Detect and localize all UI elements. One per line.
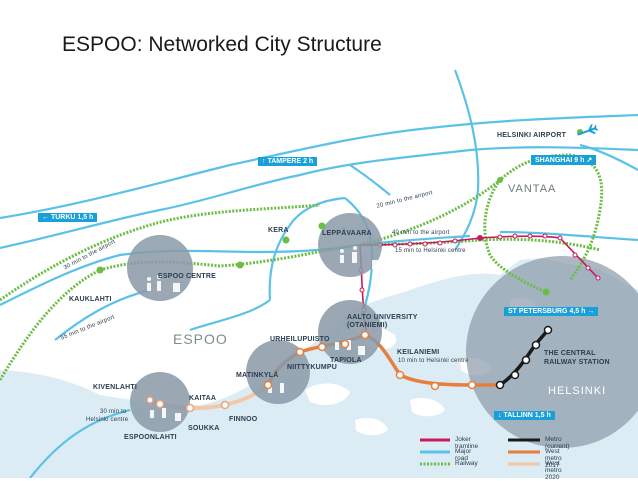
metro-current-stations — [495, 325, 553, 390]
label-kauklahti: KAUKLAHTI — [69, 296, 112, 303]
hub-espoo-centre — [127, 235, 193, 301]
railway-lines — [0, 153, 604, 381]
label-kera: KERA — [268, 227, 289, 234]
legend-lines — [420, 438, 540, 466]
metro-2020-stations — [146, 396, 230, 413]
legend-joker: Joker tramline — [455, 436, 479, 450]
label-matinkyla: MATINKYLÄ — [236, 372, 279, 379]
note-airport-40: 40 min to the airport — [392, 230, 450, 236]
label-urheilupuisto: URHEILUPUISTO — [270, 336, 330, 343]
label-aalto-2: (OTANIEMI) — [347, 322, 388, 329]
label-central-1: THE CENTRAL — [544, 350, 596, 357]
page-title: ESPOO: Networked City Structure — [62, 33, 382, 56]
legend-major-road: Major road — [455, 448, 472, 462]
label-kaitaa: KAITAA — [189, 395, 217, 402]
legend-west-metro-2017: West metro 2017 — [545, 448, 562, 469]
label-niittykumpu: NIITTYKUMPU — [287, 364, 338, 371]
label-espoo-centre: ESPOO CENTRE — [158, 273, 217, 280]
label-soukka: SOUKKA — [188, 425, 220, 432]
label-finnoo: FINNOO — [229, 416, 258, 423]
label-kivenlahti: KIVENLAHTI — [93, 384, 137, 391]
legend-railway: Railway — [455, 460, 478, 467]
note-helsinki-15: 15 min to Helsinki centre — [395, 248, 466, 254]
note-espoonlahti-30-1: 30 min to — [100, 409, 127, 415]
sign-st-petersburg: ST PETERSBURG 4,5 h → — [504, 307, 599, 316]
sign-tampere: ↑ TAMPERE 2 h — [258, 157, 318, 166]
label-central-2: RAILWAY STATION — [544, 359, 610, 366]
label-espoonlahti: ESPOONLAHTI — [124, 434, 177, 441]
note-keilaniemi-10: 10 min to Helsinki centre — [398, 358, 469, 364]
helsinki-hub — [466, 256, 638, 448]
hub-matinkyla — [246, 340, 310, 404]
label-helsinki: HELSINKI — [548, 385, 607, 397]
label-espoo: ESPOO — [173, 331, 228, 347]
note-espoonlahti-30-2: Helsinki centre — [86, 417, 129, 423]
legend-metro-current: Metro (current) — [545, 436, 570, 450]
hub-aalto — [318, 300, 382, 364]
label-tapiola: TAPIOLA — [330, 357, 362, 364]
hub-leppavaara — [318, 213, 382, 277]
label-keilaniemi: KEILANIEMI — [397, 349, 440, 356]
label-vantaa: VANTAA — [508, 183, 557, 195]
label-helsinki-airport: HELSINKI AIRPORT — [497, 132, 567, 139]
sign-tallinn: ↓ TALLINN 1,5 h — [494, 411, 555, 420]
metro-stations — [263, 330, 477, 391]
label-aalto-1: AALTO UNIVERSITY — [347, 314, 418, 321]
label-leppavaara: LEPPÄVAARA — [322, 230, 372, 237]
sign-turku: ← TURKU 1,5 h — [38, 213, 98, 222]
airplane-icon — [577, 123, 599, 136]
sign-shanghai: SHANGHAI 9 h ↗ — [531, 155, 597, 165]
